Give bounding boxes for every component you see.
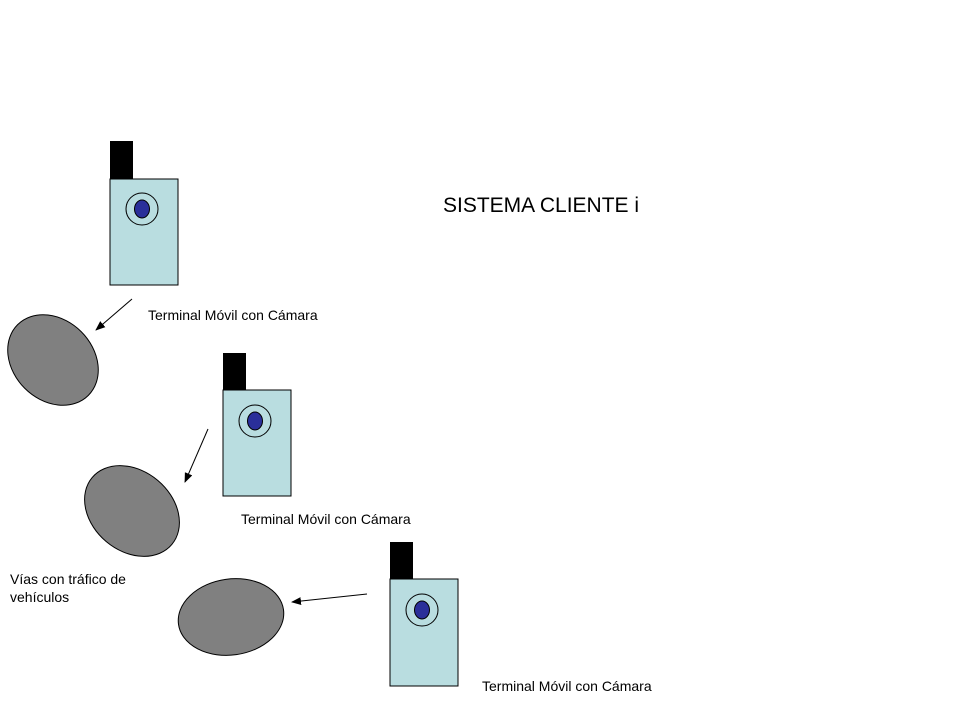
camera-lens-3 <box>414 600 430 620</box>
roads-label-line2: vehículos <box>10 589 70 605</box>
antenna-2 <box>223 353 246 390</box>
diagram-title: SISTEMA CLIENTE i <box>443 194 640 217</box>
roads-label-line1: Vías con tráfico de <box>10 571 126 587</box>
mobile-terminal-2 <box>222 353 292 497</box>
arrow-1 <box>95 298 133 331</box>
terminal-label-2: Terminal Móvil con Cámara <box>241 511 411 527</box>
antenna-1 <box>110 141 133 179</box>
antenna-3 <box>390 542 413 579</box>
arrow-2 <box>184 428 209 483</box>
road-2 <box>84 465 180 557</box>
road-1 <box>7 314 99 406</box>
mobile-terminal-1 <box>109 141 179 286</box>
arrow-3 <box>291 593 368 606</box>
terminal-label-1: Terminal Móvil con Cámara <box>148 307 318 323</box>
roads-label: Vías con tráfico de vehículos <box>10 570 170 606</box>
road-3 <box>177 578 285 656</box>
camera-lens-2 <box>247 411 263 431</box>
terminal-label-3: Terminal Móvil con Cámara <box>482 678 652 694</box>
mobile-terminal-3 <box>389 542 459 687</box>
camera-lens-1 <box>134 199 150 219</box>
